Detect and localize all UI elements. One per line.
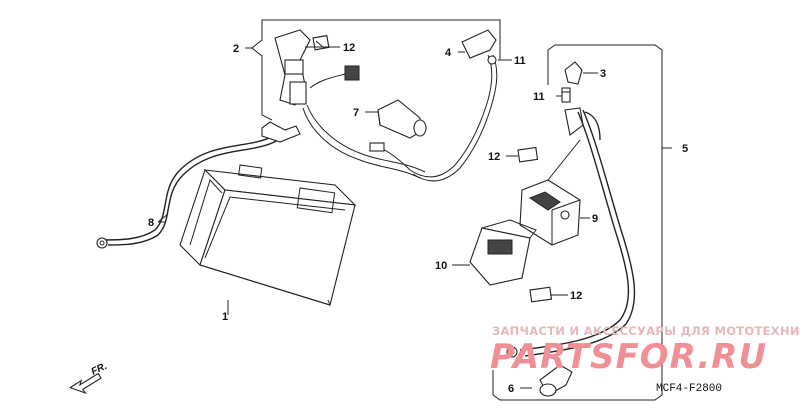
terminal-cover-part-3	[564, 61, 583, 85]
starter-relay-part-9	[519, 139, 581, 246]
bracket-part-5	[492, 44, 672, 401]
callout-12-middle: 12	[488, 151, 500, 163]
bolt-right	[561, 87, 571, 103]
positive-cable-upper	[369, 29, 498, 182]
fuse-top	[312, 34, 330, 51]
callout-7: 7	[353, 107, 359, 119]
leader-lines	[158, 46, 598, 389]
callout-5: 5	[682, 143, 688, 155]
starter-cable-part-5	[506, 107, 636, 358]
callout-3: 3	[600, 68, 606, 80]
callout-4: 4	[445, 47, 452, 59]
diagram-code: MCF4-F2800	[656, 383, 722, 395]
watermark-tagline: ЗАПЧАСТИ И АКСЕССУАРЫ ДЛЯ МОТОТЕХНИКИ	[492, 324, 800, 338]
bracket-part-2	[245, 19, 501, 121]
callout-10: 10	[435, 260, 447, 272]
fuse-middle	[517, 146, 539, 163]
callout-12-bottom: 12	[570, 290, 582, 302]
harness-part-2	[274, 29, 426, 179]
watermark: ЗАПЧАСТИ И АКСЕССУАРЫ ДЛЯ МОТОТЕХНИКИ PA…	[490, 324, 800, 377]
front-label: FR.	[90, 361, 109, 378]
fuse-bottom	[529, 286, 553, 303]
callout-2: 2	[233, 43, 239, 55]
callout-8: 8	[148, 217, 154, 229]
relay-cover-part-7	[377, 99, 427, 139]
negative-cable-part-8	[96, 121, 301, 249]
callout-11-lower: 11	[533, 91, 545, 103]
callout-11-upper: 11	[514, 55, 526, 67]
callout-12-top: 12	[343, 42, 355, 54]
callout-labels: 1 2 3 4 5 6 7 8 9 10 11 11 12 12 12	[148, 42, 688, 395]
battery-part-1	[179, 164, 357, 306]
callout-9: 9	[592, 213, 598, 225]
front-direction-marker: FR.	[68, 361, 109, 395]
watermark-logo-text: PARTSFOR.RU	[490, 337, 767, 377]
callout-1: 1	[222, 311, 228, 323]
callout-6: 6	[508, 383, 514, 395]
terminal-boot-part-6	[539, 364, 573, 397]
relay-holder-part-10	[469, 219, 537, 286]
